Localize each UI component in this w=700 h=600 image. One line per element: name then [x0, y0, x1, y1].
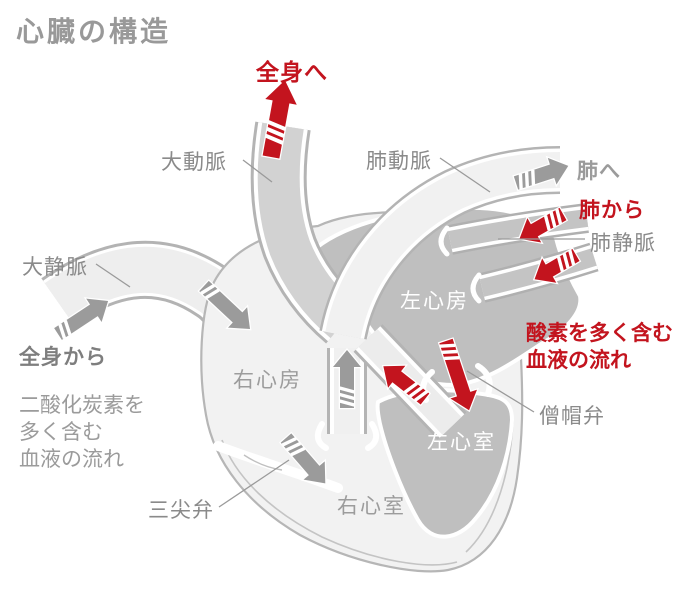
- label-left-atrium: 左心房: [400, 290, 469, 313]
- label-from-lungs: 肺から: [579, 199, 645, 222]
- flow-arrow-pa-root: [330, 348, 364, 410]
- leader-lines: [95, 157, 585, 508]
- label-vena-cava: 大静脈: [22, 256, 88, 279]
- flow-arrow-from-lungs-lower: [532, 247, 582, 285]
- label-pulmonary-vein: 肺静脈: [590, 232, 656, 255]
- legend-co2-line2: 多く含む: [19, 421, 103, 444]
- legend-co2-line3: 血液の流れ: [19, 448, 124, 471]
- flow-arrow-mitral: [437, 337, 480, 413]
- label-right-atrium: 右心房: [233, 369, 302, 392]
- legend-o2-line1: 酸素を多く含む: [526, 322, 673, 345]
- flow-arrow-into-right-atrium: [197, 279, 252, 331]
- legend-co2-flow: 二酸化炭素を 多く含む 血液の流れ: [19, 392, 145, 473]
- page-title: 心臓の構造: [16, 16, 172, 47]
- flow-arrow-from-lungs-upper: [517, 206, 569, 245]
- flow-arrow-from-body: [52, 297, 110, 342]
- heart-inner-wall-line: [221, 439, 458, 566]
- legend-o2-line2: 血液の流れ: [526, 349, 631, 372]
- label-left-ventricle: 左心室: [427, 431, 496, 454]
- label-aorta: 大動脈: [161, 151, 227, 174]
- label-from-body: 全身から: [19, 346, 107, 369]
- flow-arrow-to-body: [261, 78, 299, 160]
- aorta-vessel: [250, 121, 363, 344]
- flow-arrow-to-aorta: [381, 364, 432, 407]
- label-to-body: 全身へ: [256, 59, 328, 85]
- flow-arrow-tricuspid: [278, 431, 327, 485]
- label-tricuspid-valve: 三尖弁: [148, 499, 214, 522]
- leader-tricuspid-valve: [218, 459, 290, 508]
- leader-aorta: [242, 159, 273, 183]
- legend-co2-line1: 二酸化炭素を: [19, 394, 145, 417]
- label-pulmonary-artery: 肺動脈: [366, 150, 432, 173]
- leader-vena-cava: [95, 263, 131, 288]
- flow-arrow-to-lungs: [512, 155, 571, 192]
- label-mitral-valve: 僧帽弁: [539, 405, 605, 428]
- label-to-lungs: 肺へ: [577, 160, 621, 183]
- leader-pulmonary-artery: [439, 157, 491, 193]
- leader-mitral-valve: [466, 370, 535, 413]
- legend-o2-flow: 酸素を多く含む 血液の流れ: [526, 320, 673, 374]
- label-right-ventricle: 右心室: [337, 495, 406, 518]
- pulmonary-vein-upper: [438, 203, 589, 257]
